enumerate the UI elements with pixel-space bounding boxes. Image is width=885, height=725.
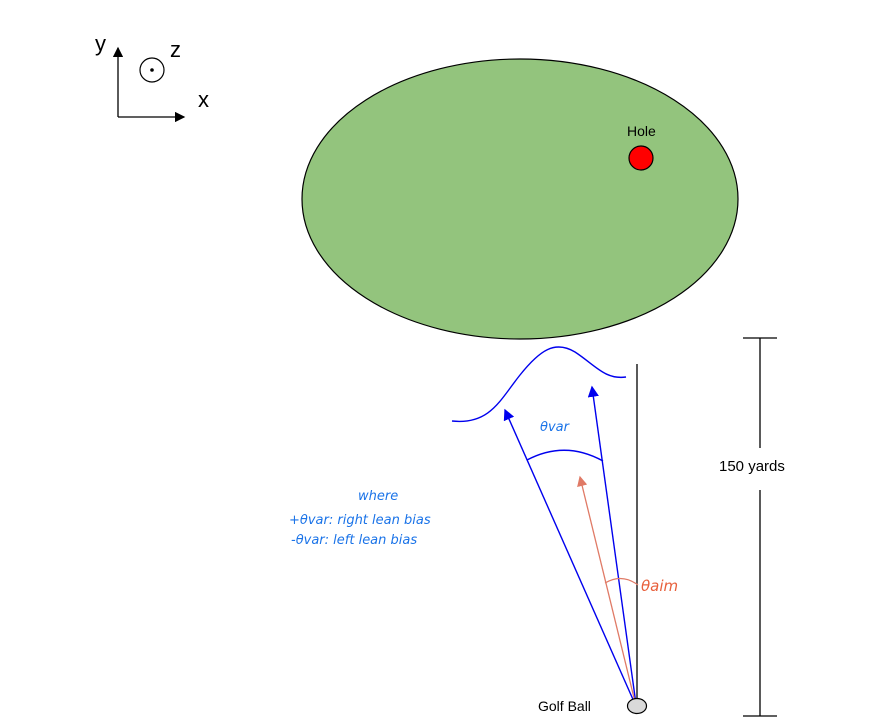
coordinate-axes: y x z	[95, 31, 209, 123]
legend-left-bias: -θvar: left lean bias	[291, 533, 417, 548]
z-axis-out-of-page-icon	[139, 57, 165, 83]
golf-ball	[626, 697, 648, 715]
bias-legend: where +θvar: right lean bias -θvar: left…	[289, 489, 431, 548]
aim-arrow	[577, 475, 637, 707]
hole	[628, 145, 654, 171]
hole-label: Hole	[627, 123, 656, 139]
legend-title: where	[358, 489, 398, 504]
aim-angle-arc	[604, 577, 639, 586]
y-axis-label: y	[95, 31, 106, 56]
shot-distribution-curve	[451, 346, 627, 423]
theta-var-label: θvar	[540, 420, 571, 435]
distance-label: 150 yards	[719, 458, 785, 475]
distance-scale-bar: 150 yards	[719, 337, 785, 717]
theta-aim-label: θaim	[641, 577, 678, 595]
left-variance-arrow	[503, 408, 636, 705]
variance-angle-arc	[526, 449, 604, 462]
right-variance-arrow	[587, 385, 637, 705]
golf-ball-label: Golf Ball	[538, 698, 591, 714]
putting-green	[301, 58, 739, 340]
z-axis-dot	[150, 68, 154, 72]
x-axis-label: x	[198, 87, 209, 112]
legend-right-bias: +θvar: right lean bias	[289, 513, 431, 528]
z-axis-label: z	[170, 37, 181, 62]
